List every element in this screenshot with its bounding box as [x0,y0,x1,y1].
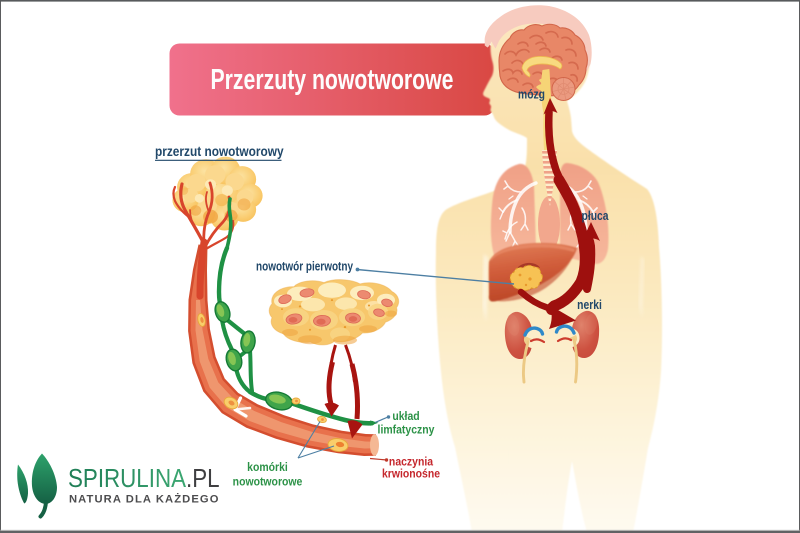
svg-text:komórki: komórki [247,461,288,474]
svg-text:nowotwór pierwotny: nowotwór pierwotny [256,261,354,274]
svg-text:mózg: mózg [518,89,545,102]
svg-text:krwionośne: krwionośne [382,468,440,481]
svg-text:nerki: nerki [577,299,602,312]
svg-text:Przerzuty nowotworowe: Przerzuty nowotworowe [211,64,454,96]
svg-text:układ: układ [392,410,419,423]
svg-text:przerzut nowotworowy: przerzut nowotworowy [155,143,284,159]
svg-text:naczynia: naczynia [389,456,434,469]
svg-text:nowotworowe: nowotworowe [233,476,303,489]
svg-text:płuca: płuca [582,210,610,223]
svg-text:SPIRULINA.PL: SPIRULINA.PL [68,465,220,494]
svg-text:limfatyczny: limfatyczny [378,424,435,437]
svg-text:NATURA DLA KAŻDEGO: NATURA DLA KAŻDEGO [69,493,220,506]
